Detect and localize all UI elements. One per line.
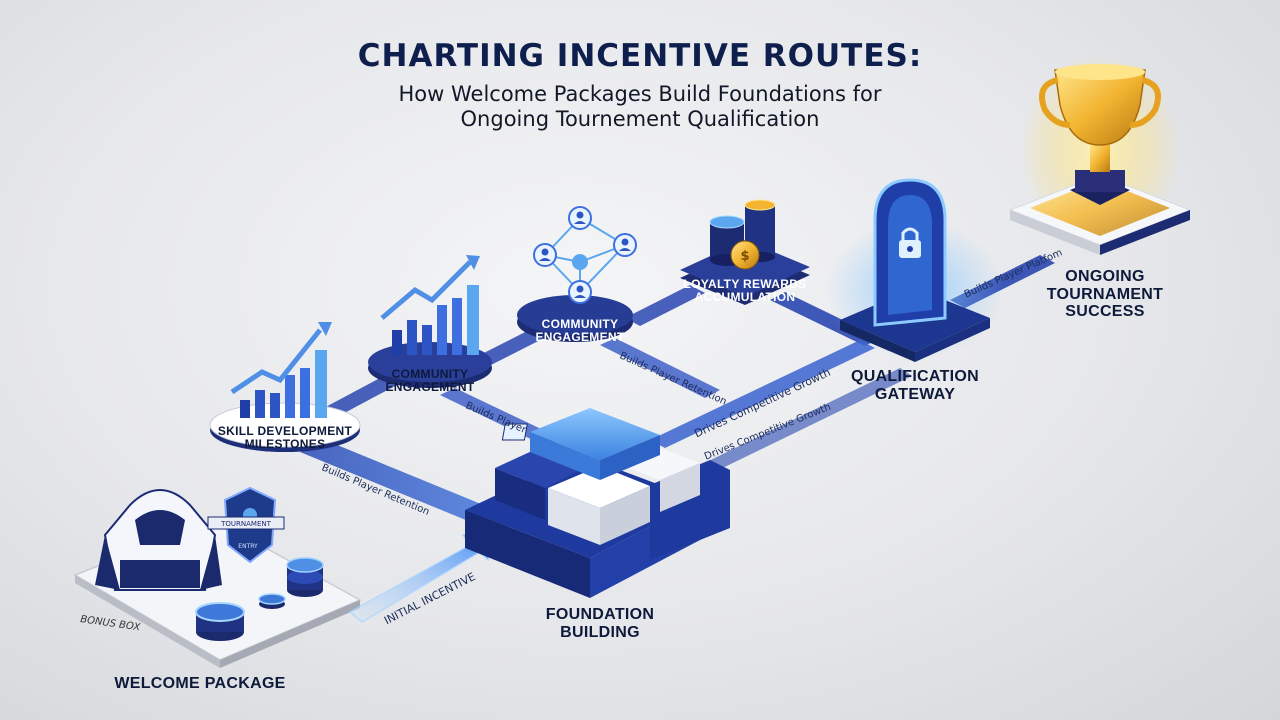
foundation-building-node bbox=[465, 408, 730, 598]
route-community-2-to-loyalty bbox=[625, 285, 705, 326]
hoodie-icon bbox=[95, 489, 222, 591]
community-engagement-2-node bbox=[517, 206, 637, 342]
ongoing-success-label: ONGOING TOURNAMENT SUCCESS bbox=[1046, 268, 1164, 321]
chip-stack-icon bbox=[286, 557, 324, 597]
foundation-icon bbox=[501, 423, 528, 441]
welcome-package-node: TOURNAMENT ENTRY BONUS BOX bbox=[73, 486, 362, 668]
subtitle-line-2: Ongoing Tournement Qualification bbox=[460, 107, 820, 132]
bonus-box-label: BONUS BOX bbox=[80, 614, 142, 633]
welcome-package-label: WELCOME PACKAGE bbox=[114, 675, 286, 692]
chip-stack-large-icon bbox=[195, 602, 245, 641]
skill-development-label: SKILL DEVELOPMENT MILESTONES bbox=[217, 424, 353, 452]
route-foundation-to-gateway-upper bbox=[650, 340, 875, 448]
foundation-building-label: FOUNDATION BUILDING bbox=[545, 606, 655, 641]
loyalty-rewards-label: LOYALTY REWARDS ACCUMULATION bbox=[683, 277, 807, 305]
subtitle-line-1: How Welcome Packages Build Foundations f… bbox=[398, 82, 882, 106]
growth-chart-icon bbox=[380, 255, 480, 355]
growth-bars-icon bbox=[230, 322, 332, 418]
svg-text:$: $ bbox=[740, 249, 749, 264]
community-engagement-1-node bbox=[368, 255, 492, 388]
tournament-badge-text: TOURNAMENT bbox=[220, 520, 271, 528]
route-community-1-to-foundation bbox=[440, 388, 560, 446]
diagram-title: CHARTING INCENTIVE ROUTES: bbox=[357, 38, 923, 74]
route-foundation-to-gateway-lower bbox=[690, 368, 912, 478]
coin-stack-icon: $ bbox=[709, 199, 776, 270]
padlock-icon bbox=[899, 227, 921, 258]
route-skill-to-foundation bbox=[300, 440, 520, 532]
qualification-gateway-label: QUALIFICATION GATEWAY bbox=[850, 368, 980, 403]
community-engagement-2-label: COMMUNITY ENGAGEMENT bbox=[535, 317, 625, 345]
user-avatars-icon bbox=[533, 206, 637, 304]
trophy-icon bbox=[1039, 64, 1161, 205]
tournament-badge-icon: TOURNAMENT ENTRY bbox=[207, 486, 285, 564]
community-engagement-1-label: COMMUNITY ENGAGEMENT bbox=[385, 367, 475, 395]
skill-development-node bbox=[209, 322, 361, 452]
diagram-subtitle: How Welcome Packages Build Foundations f… bbox=[0, 82, 1280, 132]
qualification-gateway-node bbox=[825, 178, 1005, 362]
chip-single-icon bbox=[258, 593, 286, 609]
tournament-badge-subtext: ENTRY bbox=[238, 543, 258, 550]
route-community-2-to-foundation bbox=[600, 338, 720, 398]
loyalty-rewards-node: $ bbox=[680, 199, 810, 305]
ongoing-success-node bbox=[1008, 55, 1192, 255]
